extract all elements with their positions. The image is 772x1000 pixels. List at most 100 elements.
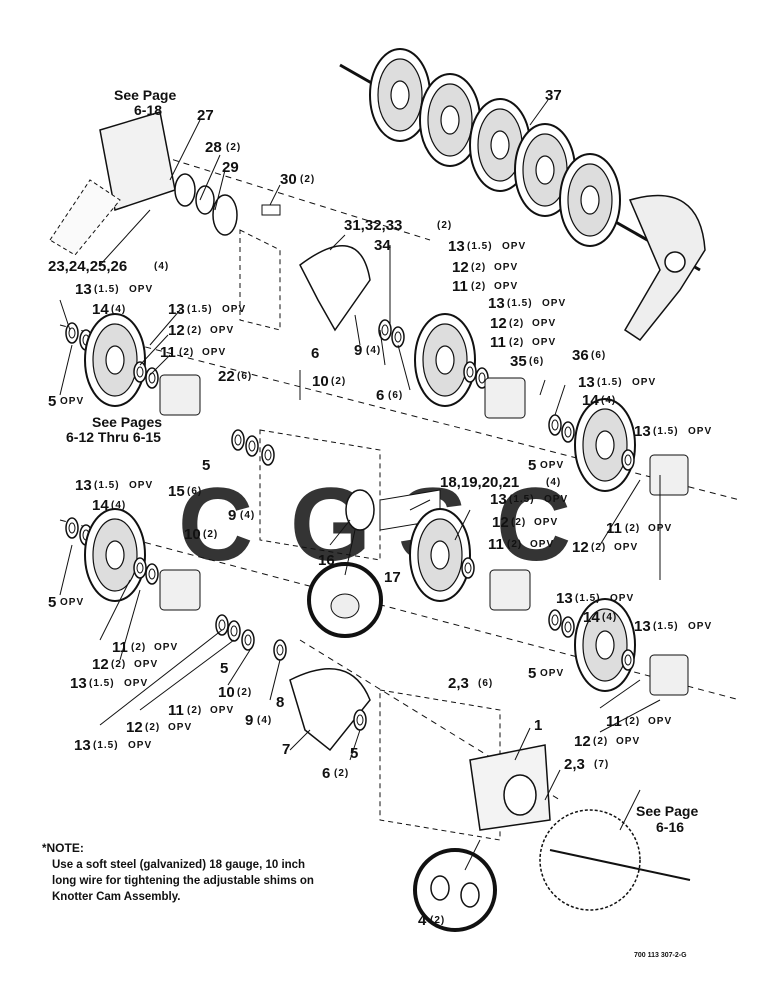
callout-13-ll2: 13 — [70, 675, 87, 692]
callout-11-ur: 11 — [452, 278, 468, 295]
reference-page-6-18-line2: 6-18 — [134, 102, 162, 118]
callout-13-r: 13 — [578, 374, 595, 391]
callout-18-19-20-21-qty: (4) — [546, 477, 561, 488]
callout-12-m-opv: OPV — [534, 517, 558, 528]
lower-frame-assembly — [289, 668, 691, 932]
callout-12-l: 12 — [126, 719, 143, 736]
detail-circle-4 — [413, 848, 497, 932]
callout-9-b-qty: (4) — [240, 510, 255, 521]
callout-4-qty: (2) — [430, 915, 445, 926]
callout-11-ur-opv: OPV — [494, 281, 518, 292]
callout-10-a: 10 — [312, 373, 329, 390]
callout-5-r: 5 — [528, 457, 536, 474]
part-callouts: 37 See Page 6-18 27 28 (2) 29 30 (2) 31,… — [48, 87, 712, 929]
callout-16: 16 — [318, 552, 335, 569]
callout-10-b: 10 — [184, 526, 201, 543]
callout-12-ll-qty: (2) — [111, 659, 126, 670]
callout-11-ur2: 11 — [490, 334, 506, 351]
callout-1: 1 — [534, 717, 542, 734]
callout-13-r2-qty: (1.5) — [653, 426, 679, 437]
leader-lines — [59, 99, 661, 871]
callout-13-lr2-opv: OPV — [688, 621, 712, 632]
callout-13-ll-qty: (1.5) — [94, 480, 120, 491]
callout-14-r-qty: (4) — [601, 395, 616, 406]
callout-9-a-qty: (4) — [366, 345, 381, 356]
callout-13-m-opv: OPV — [544, 494, 568, 505]
watermark-letter-c2: C — [496, 467, 571, 583]
callout-13-r2-opv: OPV — [688, 426, 712, 437]
callout-12-l-qty: (2) — [145, 722, 160, 733]
callout-12-ur-qty: (2) — [471, 262, 486, 273]
callout-12-lr-opv: OPV — [616, 736, 640, 747]
callout-4: 4 — [418, 912, 427, 929]
callout-11-m-qty: (2) — [507, 539, 522, 550]
callout-13-ur2: 13 — [488, 295, 505, 312]
callout-13-ul-qty: (1.5) — [94, 284, 120, 295]
callout-23-24-25-26: 23,24,25,26 — [48, 258, 127, 275]
callout-11-r-opv: OPV — [648, 523, 672, 534]
callout-13-l: 13 — [74, 737, 91, 754]
callout-34: 34 — [374, 237, 391, 254]
callout-23-24-25-26-qty: (4) — [154, 261, 169, 272]
callout-12-lr: 12 — [574, 733, 591, 750]
callout-14-ul: 14 — [92, 301, 109, 318]
callout-11-ul-qty: (2) — [179, 347, 194, 358]
callout-11-l: 11 — [168, 702, 184, 719]
callout-12-r: 12 — [572, 539, 589, 556]
callout-28-qty: (2) — [226, 142, 241, 153]
callout-12-r-opv: OPV — [614, 542, 638, 553]
callout-5-ll-opv: OPV — [60, 597, 84, 608]
callout-12-ur2-qty: (2) — [509, 318, 524, 329]
callout-11-l-qty: (2) — [187, 705, 202, 716]
callout-5-lr-opv: OPV — [540, 668, 564, 679]
reference-page-6-18-line1: See Page — [114, 87, 176, 103]
callout-35-qty: (6) — [529, 356, 544, 367]
note-title: NOTE: — [46, 841, 84, 855]
note-asterisk: * — [42, 843, 47, 855]
callout-13-ur-qty: (1.5) — [467, 241, 493, 252]
callout-11-ur2-opv: OPV — [532, 337, 556, 348]
callout-5-r-opv: OPV — [540, 460, 564, 471]
callout-6-b: 6 — [376, 387, 384, 404]
callout-11-r: 11 — [606, 520, 622, 537]
callout-12-m-qty: (2) — [511, 517, 526, 528]
callout-2-3-b: 2,3 — [564, 756, 585, 773]
callout-12-ul: 12 — [168, 322, 185, 339]
callout-5-lower: 5 — [350, 745, 358, 762]
callout-18-19-20-21: 18,19,20,21 — [440, 474, 519, 491]
callout-11-lr-qty: (2) — [625, 716, 640, 727]
callout-17: 17 — [384, 569, 401, 586]
callout-36: 36 — [572, 347, 589, 364]
callout-14-ul-qty: (4) — [111, 304, 126, 315]
callout-5-ll: 5 — [48, 594, 56, 611]
reference-page-6-16-line1: See Page — [636, 803, 698, 819]
callout-13-lr2-qty: (1.5) — [653, 621, 679, 632]
callout-30: 30 — [280, 171, 297, 188]
callout-14-ll-qty: (4) — [111, 500, 126, 511]
callout-13-ul2-qty: (1.5) — [187, 304, 213, 315]
knotter-assembly-upper-left — [65, 313, 201, 416]
callout-29: 29 — [222, 159, 239, 176]
callout-11-lr: 11 — [606, 713, 622, 730]
callout-35: 35 — [510, 353, 527, 370]
callout-2-3-b-qty: (7) — [594, 759, 609, 770]
callout-11-ll-opv: OPV — [154, 642, 178, 653]
callout-12-ul-qty: (2) — [187, 325, 202, 336]
callout-9-c: 9 — [245, 712, 253, 729]
callout-13-ur-opv: OPV — [502, 241, 526, 252]
callout-13-l-qty: (1.5) — [93, 740, 119, 751]
callout-13-ll-opv: OPV — [129, 480, 153, 491]
knotter-cam-center — [231, 429, 441, 638]
callout-9-c-qty: (4) — [257, 715, 272, 726]
callout-6-a: 6 — [311, 345, 319, 362]
diagram-part-number: 700 113 307-2-G — [634, 952, 687, 959]
callout-5-ul: 5 — [48, 393, 56, 410]
callout-11-ul-opv: OPV — [202, 347, 226, 358]
callout-11-ll: 11 — [112, 639, 128, 656]
callout-13-ll2-opv: OPV — [124, 678, 148, 689]
callout-22-qty: (6) — [237, 371, 252, 382]
callout-13-lr2: 13 — [634, 618, 651, 635]
callout-13-ul: 13 — [75, 281, 92, 298]
callout-13-lr-qty: (1.5) — [575, 593, 601, 604]
callout-5-lr: 5 — [528, 665, 536, 682]
